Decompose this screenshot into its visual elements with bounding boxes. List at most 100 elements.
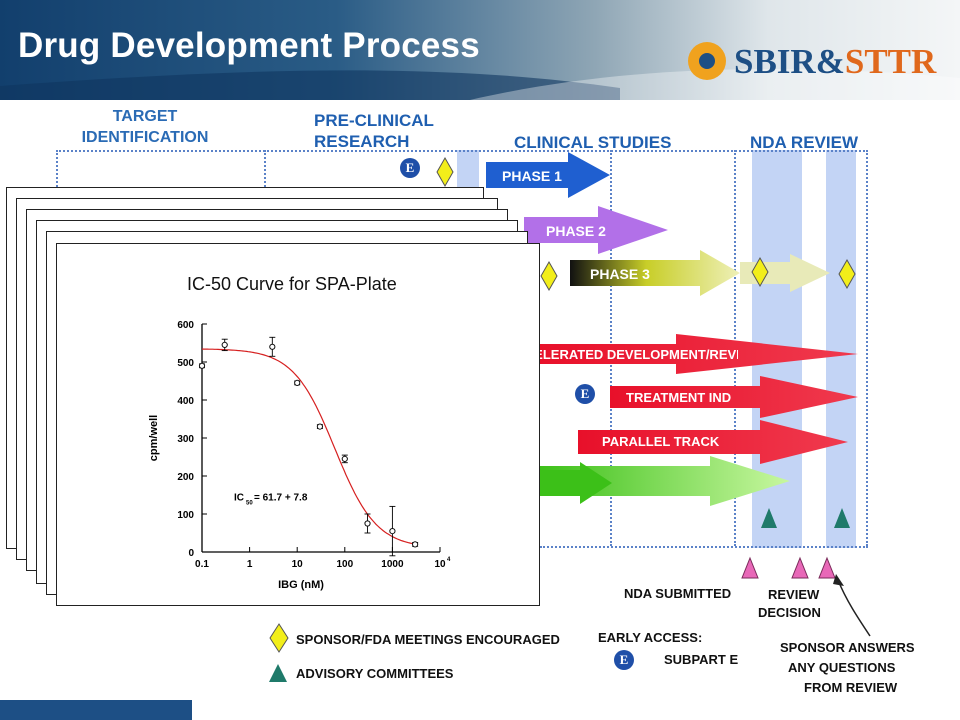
- legend-e-icon: E: [614, 650, 634, 670]
- nda-submitted-label: NDA SUBMITTED: [624, 586, 732, 601]
- sponsor-answers-line1: SPONSOR ANSWERS: [780, 640, 915, 655]
- x-tick-exponent: 4: [447, 557, 451, 563]
- data-point: [341, 455, 348, 462]
- data-point: [221, 341, 228, 349]
- legend-committees-label: ADVISORY COMMITTEES: [296, 666, 454, 681]
- phase1-arrow: [486, 152, 610, 198]
- header-preclinical-line2: RESEARCH: [314, 132, 410, 151]
- legend-subpart-label: SUBPART E: [664, 652, 739, 667]
- logo-sbir: SBIR: [734, 42, 816, 81]
- green-arrow: [538, 456, 790, 506]
- chart-title: IC-50 Curve for SPA-Plate: [187, 274, 397, 294]
- data-point: [294, 379, 301, 386]
- sponsor-answers-line3: FROM REVIEW: [804, 680, 898, 695]
- header-nda-review: NDA REVIEW: [750, 133, 858, 152]
- meeting-diamond-1: [436, 156, 454, 188]
- treatment-ind-label: TREATMENT IND: [626, 390, 732, 405]
- phase2-arrow: [524, 206, 668, 254]
- footer-bar: [0, 700, 192, 720]
- accelerated-arrow: [538, 334, 858, 374]
- phase1-label: PHASE 1: [502, 168, 562, 184]
- x-tick-label: 10: [292, 559, 304, 570]
- parallel-track-label: PARALLEL TRACK: [602, 434, 720, 449]
- ic50-annotation-prefix: IC: [234, 493, 244, 504]
- y-tick-label: 600: [177, 320, 194, 331]
- review-decision-triangle: [791, 556, 809, 579]
- green-arrow-short: [538, 462, 612, 504]
- x-axis-label: IBG (nM): [278, 579, 324, 591]
- header-target-identification: TARGET IDENTIFICATION: [60, 106, 230, 148]
- header-clinical-studies: CLINICAL STUDIES: [514, 133, 672, 152]
- slide-title: Drug Development Process: [18, 26, 480, 65]
- preclinical-band: [457, 150, 479, 198]
- ic50-chart-card: IC-50 Curve for SPA-Plate 0 100 200 300 400 5…: [56, 243, 540, 606]
- advisory-triangle-2: [834, 508, 850, 528]
- slide-header: Drug Development Process SBIR&STTR: [0, 0, 960, 100]
- logo-ring-center: [699, 53, 715, 69]
- advisory-triangle-1: [761, 508, 777, 528]
- data-point: [316, 423, 324, 430]
- early-access-e-icon: E: [400, 158, 420, 178]
- fit-curve: [201, 348, 416, 545]
- parallel-track-arrow: [578, 420, 848, 464]
- legend-triangle-icon: [269, 664, 287, 682]
- sponsor-answers-triangle: [818, 556, 836, 579]
- y-tick-label: 0: [188, 548, 194, 559]
- header-target-line2: IDENTIFICATION: [81, 129, 209, 146]
- review-decision-label: REVIEW DECISION: [758, 586, 821, 622]
- phase3-label: PHASE 3: [590, 266, 650, 282]
- data-point: [364, 520, 371, 527]
- accelerated-label-text: ACCELERATED DEVELOPMENT/REVIEW: [538, 347, 738, 362]
- y-tick-label: 500: [177, 358, 194, 369]
- y-tick-label: 100: [177, 510, 194, 521]
- header-preclinical-line1: PRE-CLINICAL: [314, 111, 434, 130]
- x-tick-label: 0.1: [195, 559, 209, 570]
- sponsor-pointer-head: [833, 574, 844, 586]
- review-decision-line2: DECISION: [758, 605, 821, 620]
- data-point: [198, 362, 206, 369]
- ic50-annotation-text: = 61.7 + 7.8: [254, 493, 308, 504]
- ic50-annotation-subscript: 50: [246, 501, 253, 507]
- legend-diamond-icon: [269, 623, 289, 653]
- accelerated-label: ACCELERATED DEVELOPMENT/REVIEW: [538, 347, 738, 362]
- nda-review-band-2: [826, 150, 856, 548]
- diagram-bottom-line: [540, 546, 868, 548]
- logo-sttr: STTR: [844, 42, 937, 81]
- x-tick-label: 1000: [381, 559, 404, 570]
- header-preclinical-research: PRE-CLINICAL RESEARCH: [314, 110, 474, 152]
- review-decision-line1: REVIEW: [768, 587, 820, 602]
- header-wave-decoration: [0, 69, 960, 100]
- sponsor-answers-line2: ANY QUESTIONS: [788, 660, 896, 675]
- data-point: [389, 528, 396, 535]
- legend-meetings-label: SPONSOR/FDA MEETINGS ENCOURAGED: [296, 632, 560, 647]
- y-tick-label: 400: [177, 396, 194, 407]
- y-tick-label: 200: [177, 472, 194, 483]
- divider-right: [866, 150, 868, 546]
- logo-amp: &: [815, 42, 845, 81]
- meeting-diamond-4: [838, 258, 856, 290]
- treatment-ind-arrow: [610, 376, 858, 418]
- x-tick-label: 10: [434, 559, 446, 570]
- phase3-arrow: [570, 250, 740, 296]
- sbir-sttr-logo: SBIR&STTR: [734, 42, 936, 82]
- meeting-diamond-2: [540, 260, 558, 292]
- x-tick-label: 100: [336, 559, 353, 570]
- nda-submitted-triangle: [741, 556, 759, 579]
- x-tick-label: 1: [247, 559, 253, 570]
- data-point: [269, 343, 276, 350]
- divider-left: [56, 150, 58, 190]
- phase2-label: PHASE 2: [546, 223, 606, 239]
- y-axis-label: cpm/well: [148, 415, 160, 461]
- header-target-line1: TARGET: [112, 108, 178, 125]
- divider-target: [264, 150, 266, 190]
- diagram-top-line: [56, 150, 868, 152]
- y-tick-label: 300: [177, 434, 194, 445]
- data-point: [412, 541, 419, 548]
- legend-early-access-label: EARLY ACCESS:: [598, 630, 703, 645]
- sponsor-answers-label: SPONSOR ANSWERS ANY QUESTIONS FROM REVIE…: [780, 638, 915, 698]
- early-access-e-icon-2: E: [575, 384, 595, 404]
- sponsor-pointer-arrow: [837, 579, 871, 637]
- meeting-diamond-3: [751, 256, 769, 288]
